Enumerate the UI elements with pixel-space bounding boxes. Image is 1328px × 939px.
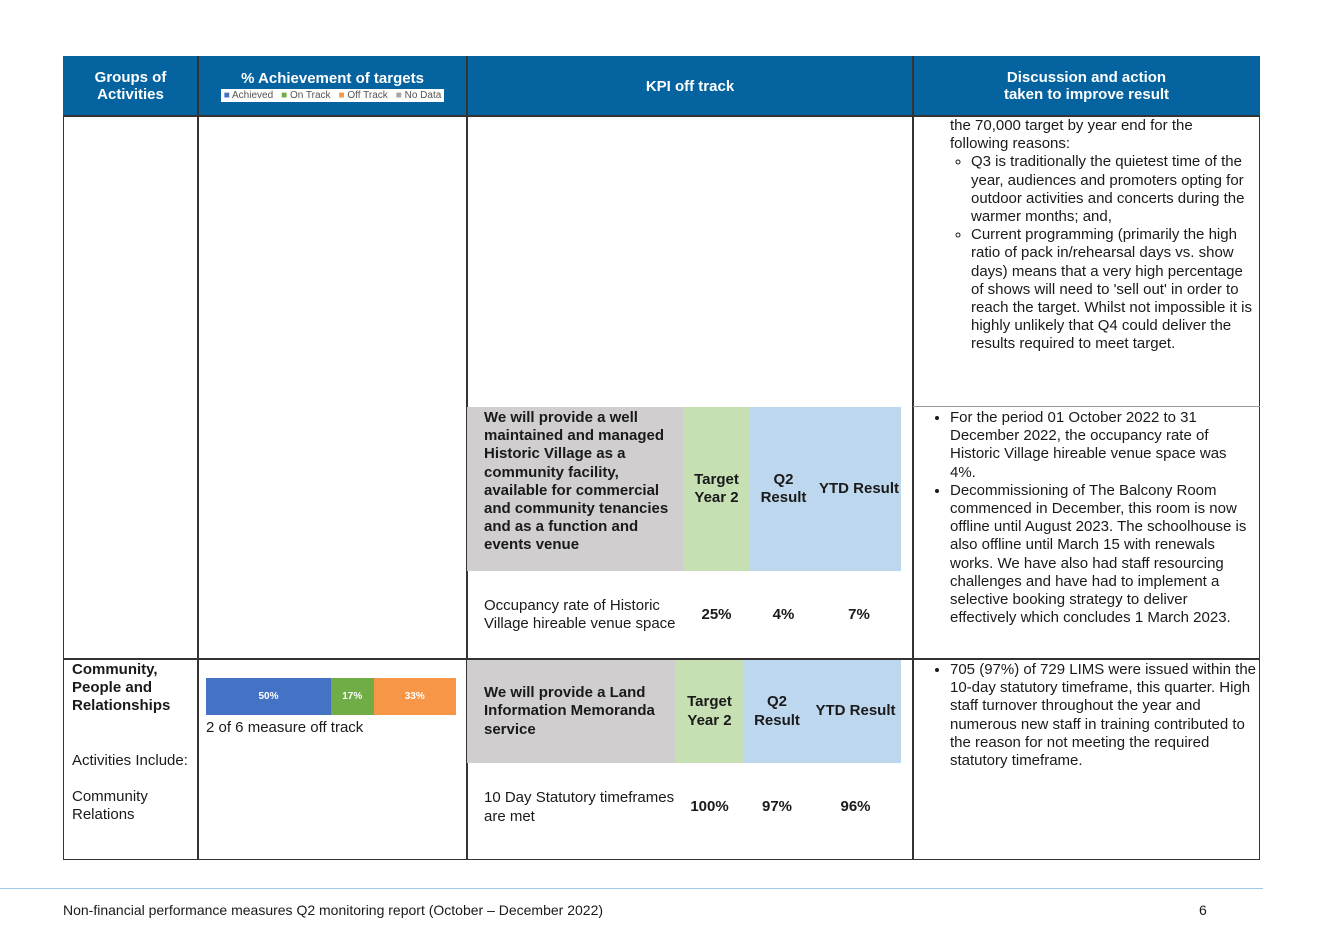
kpi-name: We will provide a Land Information Memor… (467, 660, 675, 763)
kpi-ytd-value: 7% (848, 605, 870, 623)
kpi-target-heading: Target Year 2 (683, 407, 750, 571)
chart-legend: Achieved On Track Off Track No Data (220, 89, 445, 102)
header-groups-label: Groups of Activities (94, 69, 167, 103)
kpi-header-lim: We will provide a Land Information Memor… (467, 660, 901, 763)
header-achievement-label: % Achievement of targets (241, 70, 424, 87)
discussion-historic-village: For the period 01 October 2022 to 31 Dec… (914, 409, 1256, 627)
legend-no-data: No Data (396, 90, 442, 101)
discussion-continued: the 70,000 target by year end for the fo… (950, 117, 1255, 354)
kpi-q2-value: 4% (772, 605, 795, 623)
discussion-sub-item: Q3 is traditionally the quietest time of… (971, 153, 1255, 226)
bar-segment-achieved: 50% (206, 678, 331, 715)
kpi-q2-heading: Q2 Result (750, 407, 817, 571)
discussion-bullet: 705 (97%) of 729 LIMS were issued within… (950, 661, 1256, 770)
activity-item: Community Relations (72, 787, 148, 824)
kpi-q2-value: 97% (761, 798, 793, 816)
chart-caption: 2 of 6 measure off track (206, 719, 364, 736)
column-divider (466, 56, 468, 860)
kpi-ytd-heading: YTD Result (817, 407, 901, 571)
header-achievement: % Achievement of targets Achieved On Tra… (198, 56, 467, 116)
kpi-ytd-value: 96% (840, 798, 871, 816)
footer-title: Non-financial performance measures Q2 mo… (63, 902, 604, 918)
group-cell: Community, People and Relationships Acti… (72, 661, 192, 824)
bar-segment-label: 33% (404, 691, 425, 702)
kpi-name: We will provide a well maintained and ma… (467, 407, 683, 571)
achievement-stacked-bar: 50% 17% 33% (206, 678, 456, 715)
footer-rule (0, 888, 1263, 889)
legend-on-track: On Track (281, 90, 331, 101)
legend-achieved: Achieved (224, 90, 273, 101)
kpi-header-historic-village: We will provide a well maintained and ma… (467, 407, 901, 571)
header-groups: Groups of Activities (63, 56, 198, 116)
column-divider (912, 56, 914, 860)
discussion-intro: the 70,000 target by year end for the fo… (950, 117, 1193, 153)
legend-off-track: Off Track (339, 90, 387, 101)
discussion-bullet: For the period 01 October 2022 to 31 Dec… (950, 409, 1256, 482)
header-discussion: Discussion and action taken to improve r… (913, 56, 1260, 116)
kpi-measure-row: 10 Day Statutory timeframes are met 100%… (467, 770, 901, 845)
kpi-measure-row: Occupancy rate of Historic Village hirea… (467, 572, 901, 658)
kpi-target-value: 100% (690, 798, 729, 816)
kpi-measure: Occupancy rate of Historic Village hirea… (484, 596, 676, 632)
header-discussion-label: Discussion and action taken to improve r… (1003, 69, 1170, 103)
column-divider (197, 56, 199, 860)
discussion-bullet: Decommissioning of The Balcony Room comm… (950, 482, 1256, 628)
row-divider (913, 406, 1260, 407)
discussion-lim: 705 (97%) of 729 LIMS were issued within… (914, 661, 1256, 770)
bar-segment-on-track: 17% (331, 678, 374, 715)
row-divider (63, 658, 1260, 660)
header-kpi: KPI off track (467, 56, 913, 116)
page-number: 6 (1199, 902, 1207, 918)
discussion-sub-item: Current programming (primarily the high … (971, 226, 1255, 353)
bar-segment-label: 17% (342, 691, 363, 702)
header-kpi-label: KPI off track (645, 77, 735, 95)
bar-segment-label: 50% (258, 691, 279, 702)
activities-label: Activities Include: (72, 751, 188, 769)
kpi-q2-heading: Q2 Result (744, 660, 810, 763)
bar-segment-off-track: 33% (373, 678, 456, 715)
kpi-target-heading: Target Year 2 (675, 660, 744, 763)
kpi-measure: 10 Day Statutory timeframes are met (484, 789, 675, 825)
kpi-ytd-heading: YTD Result (810, 660, 901, 763)
kpi-target-value: 25% (701, 605, 732, 623)
header-divider (63, 115, 1260, 117)
group-name: Community, People and Relationships (72, 661, 171, 715)
